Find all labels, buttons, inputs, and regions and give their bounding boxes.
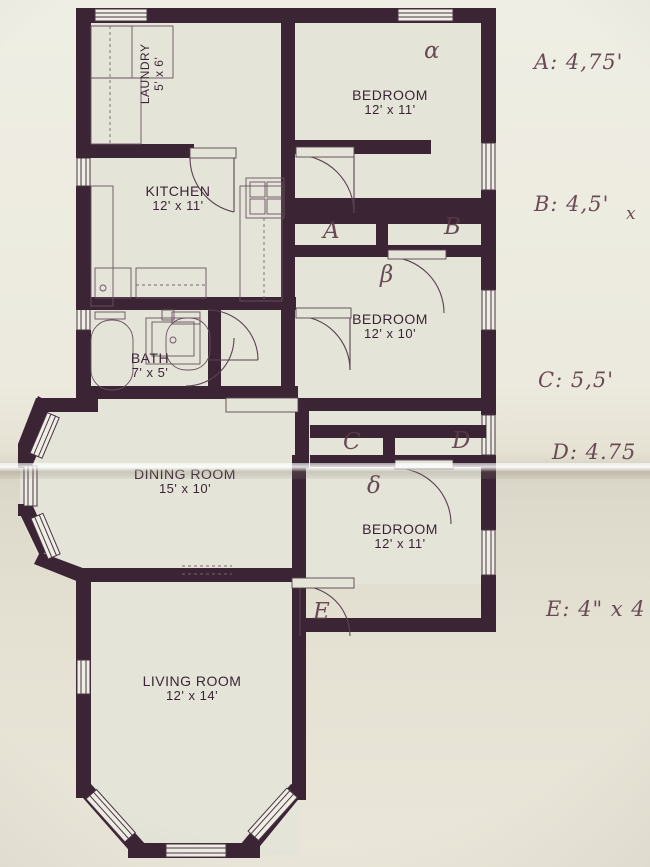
room-name-bedroom-low: BEDROOM [362,521,438,537]
handwritten-note-c: C: 5,5' [538,368,614,392]
handwritten-mark-alpha: α [424,38,440,64]
room-label-bedroom-low: BEDROOM 12' x 11' [330,521,470,552]
room-label-dining: DINING ROOM 15' x 10' [100,466,270,497]
room-dimensions-bedroom-mid: 12' x 10' [363,326,417,342]
handwritten-mark-delta: δ [367,473,381,499]
handwritten-note-b-x: x [626,204,636,224]
room-label-bath: BATH 7' x 5' [100,350,200,381]
room-name-laundry: LAUNDRY [138,43,153,105]
room-label-laundry: LAUNDRY 5' x 6' [138,19,167,129]
handwritten-mark-beta: β [380,262,394,288]
room-label-bedroom-mid: BEDROOM 12' x 10' [320,311,460,342]
handwritten-mark-door-e: E [313,599,330,625]
room-dimensions-bath: 7' x 5' [131,365,169,381]
door-swings [182,146,454,637]
handwritten-note-a: A: 4,75' [534,50,624,74]
room-dimensions-dining: 15' x 10' [158,481,212,497]
interior-walls [76,8,486,630]
room-dimensions-kitchen: 12' x 11' [152,198,204,214]
room-name-bedroom-top: BEDROOM [352,87,428,103]
handwritten-note-e: E: 4" x 4 [546,597,646,621]
handwritten-note-b: B: 4,5' [534,192,610,216]
handwritten-mark-closet-b: B [444,214,461,240]
room-name-living: LIVING ROOM [142,673,242,689]
handwritten-mark-closet-c: C [343,429,361,455]
room-dimensions-bedroom-low: 12' x 11' [374,536,426,552]
room-name-bath: BATH [130,350,170,366]
room-label-kitchen: KITCHEN 12' x 11' [108,183,248,214]
room-name-bedroom-mid: BEDROOM [352,311,428,327]
fixtures [90,25,285,391]
room-name-kitchen: KITCHEN [145,183,211,199]
handwritten-mark-closet-d: D [452,428,471,454]
room-name-dining: DINING ROOM [134,466,236,482]
room-label-living: LIVING ROOM 12' x 14' [112,673,272,704]
room-dimensions-bedroom-top: 12' x 11' [364,102,416,118]
handwritten-mark-closet-a: A [323,218,340,244]
handwritten-note-d: D: 4.75 [552,440,637,464]
room-dimensions-laundry: 5' x 6' [152,56,166,91]
room-dimensions-living: 12' x 14' [165,688,219,704]
room-label-bedroom-top: BEDROOM 12' x 11' [320,87,460,118]
